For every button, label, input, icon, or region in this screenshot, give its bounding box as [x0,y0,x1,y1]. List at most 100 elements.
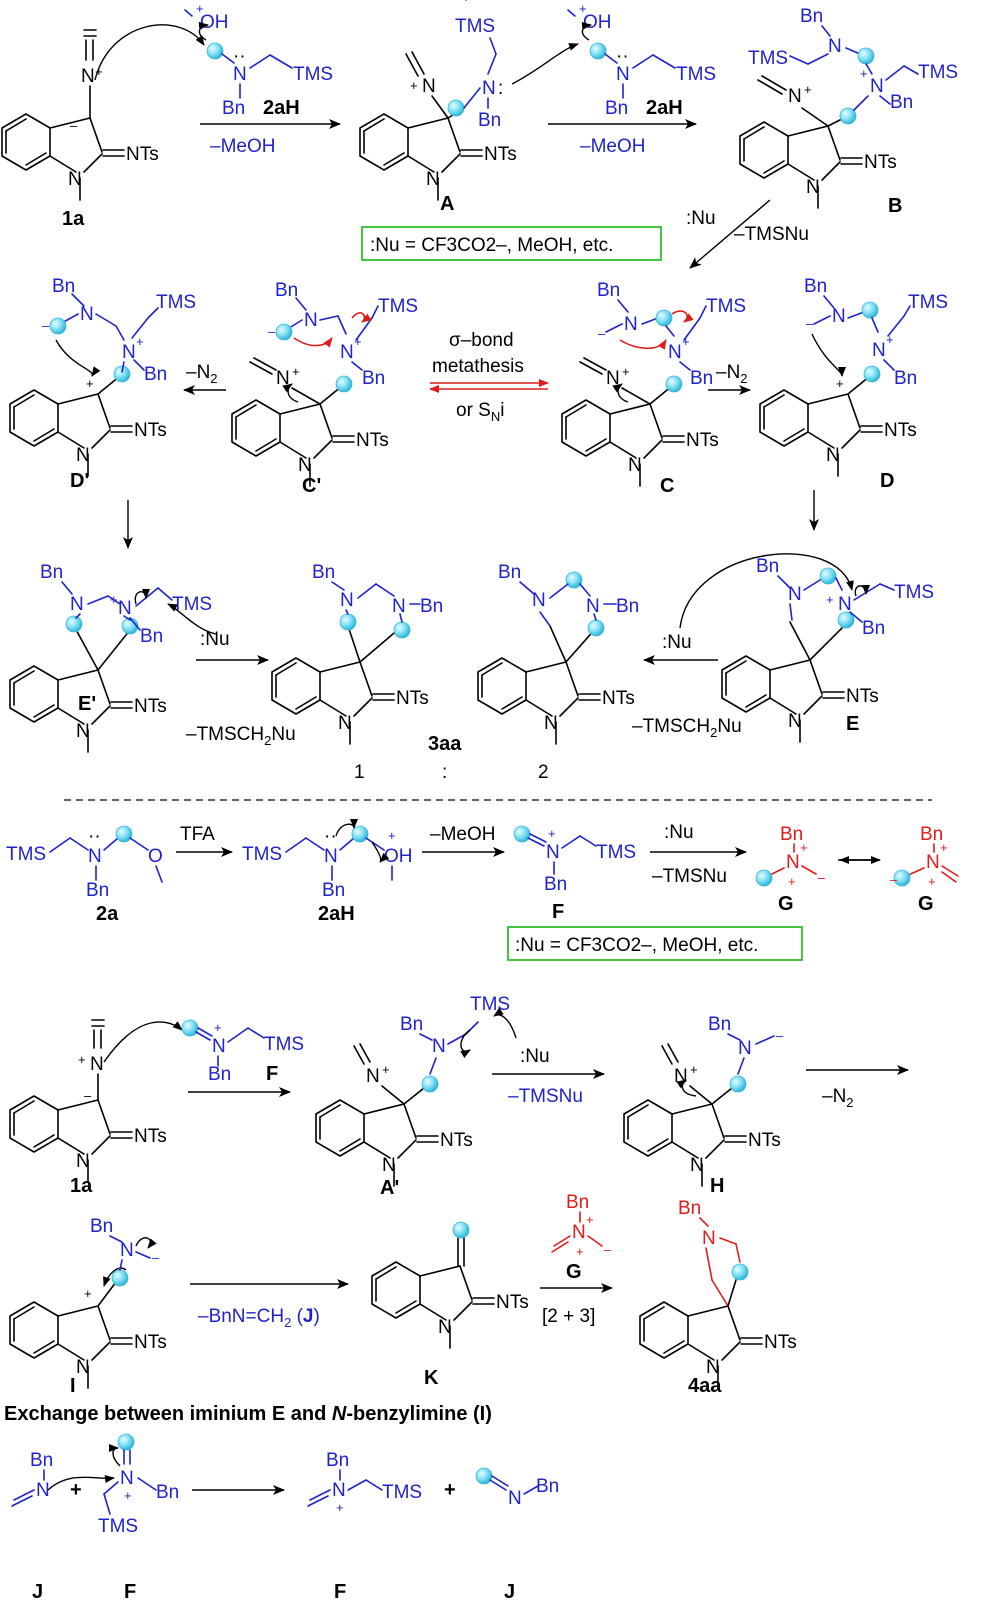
svg-text:NTs: NTs [134,1126,167,1147]
svg-text:Bn: Bn [536,1476,559,1497]
label-I: I [70,1375,76,1397]
svg-text:+: + [886,332,894,347]
svg-text:N: N [838,594,852,615]
label-D-prime: D' [70,470,89,492]
svg-text:TMS: TMS [894,582,934,603]
reagent-nu-4: :Nu [664,822,694,843]
svg-text:N: N [706,1357,720,1378]
svg-text:+: + [800,840,808,855]
reagent-nu-2: :Nu [200,629,230,650]
svg-text:TMS: TMS [293,64,333,85]
label-A: A [440,193,454,215]
svg-text:N: N [432,1036,446,1057]
svg-text:–: – [152,1250,160,1265]
svg-text:N: N [340,590,354,611]
reagent-2aH-2: OH + N ·· TMS Bn 2aH [567,1,716,119]
svg-text:+: + [136,334,144,349]
svg-text::: : [498,78,503,99]
svg-text:+: + [586,1212,594,1227]
compound-E: N NTs [721,621,879,743]
label-H: H [710,1175,724,1197]
svg-text:N: N [36,1480,50,1501]
svg-text:N: N [616,64,630,85]
svg-text:TMS: TMS [156,292,196,313]
svg-text:Bn: Bn [326,1450,349,1471]
svg-text:2aH: 2aH [646,97,683,119]
svg-text:+: + [354,334,362,349]
svg-text:··: ·· [88,826,101,847]
svg-text:NTs: NTs [126,144,159,165]
svg-text:Bn: Bn [616,596,639,617]
svg-text:··: ·· [616,46,629,67]
svg-text:NTs: NTs [764,1332,797,1353]
reagent-nu-3: :Nu [662,632,692,653]
svg-text:TMS: TMS [470,994,510,1015]
svg-text:Bn: Bn [400,1014,423,1035]
compound-4aa: N NTs [639,1279,797,1389]
compound-G-1: Bn N + + – [755,824,826,889]
compound-A: N NTs N + [359,51,517,201]
svg-text:+: + [860,66,868,81]
svg-text:Bn: Bn [756,556,779,577]
compound-E-prime: N NTs [9,625,167,753]
label-F-2: F [266,1063,278,1085]
svg-text:TMS: TMS [908,292,948,313]
label-1a-2: 1a [70,1175,93,1197]
ratio-colon: : [442,762,447,783]
svg-text:NTs: NTs [356,430,389,451]
svg-text:N: N [324,846,338,867]
svg-text:+: + [804,82,812,97]
svg-text:N: N [668,342,682,363]
svg-text:N: N [392,596,406,617]
svg-text:N: N [826,445,840,466]
svg-text:N: N [624,314,638,335]
nu-definition-text-2: :Nu = CF3CO2–, MeOH, etc. [515,935,758,956]
label-J-2: J [504,1581,515,1603]
svg-text:N: N [81,66,95,87]
svg-text:+: + [548,826,556,841]
svg-text:N: N [80,304,94,325]
label-4aa: 4aa [688,1375,722,1397]
svg-text:Bn: Bn [498,562,521,583]
label-F-4: F [334,1581,346,1603]
svg-text:Bn: Bn [362,368,385,389]
label-E: E [846,713,859,735]
svg-text:··: ·· [233,46,246,67]
svg-text:OH: OH [583,12,612,33]
svg-text:OH: OH [200,12,229,33]
compound-C: N NTs N + [561,357,719,487]
compound-1a: N NTs N + – [1,29,159,201]
svg-text:+: + [410,78,418,93]
reagent-sigma-2: metathesis [432,356,524,377]
compound-D: N NTs + [759,365,917,477]
svg-text:NTs: NTs [686,430,719,451]
svg-text:Bn: Bn [780,824,803,845]
svg-text:+: + [579,1,587,16]
reagent-minus-meoh-1: –MeOH [210,136,275,157]
svg-text:Bn: Bn [566,1192,589,1213]
reagent-sigma-1: σ–bond [449,330,514,351]
svg-text:Bn: Bn [420,596,443,617]
compound-A-prime: N NTs N + [315,1043,473,1187]
ratio-1: 1 [354,762,365,783]
reagent-2aH-1: OH + N ·· TMS Bn 2aH [184,1,333,119]
svg-text:2aH: 2aH [263,97,300,119]
svg-text:N: N [76,445,90,466]
label-J-1: J [32,1581,43,1603]
svg-text:Bn: Bn [478,110,501,131]
label-2a: 2a [96,903,119,925]
svg-text:–: – [268,324,276,339]
compound-I: N NTs + [9,1267,167,1389]
svg-text:TMS: TMS [596,842,636,863]
svg-text:Bn: Bn [708,1014,731,1035]
svg-text:NTs: NTs [884,420,917,441]
svg-text:N: N [788,711,802,732]
svg-text:–: – [70,118,78,133]
svg-text:+: + [196,1,204,16]
svg-text:N: N [88,846,102,867]
svg-text:Bn: Bn [597,280,620,301]
svg-text:N: N [872,340,886,361]
svg-text:Bn: Bn [222,98,245,119]
svg-text:N: N [118,598,132,619]
svg-text:Bn: Bn [52,276,75,297]
